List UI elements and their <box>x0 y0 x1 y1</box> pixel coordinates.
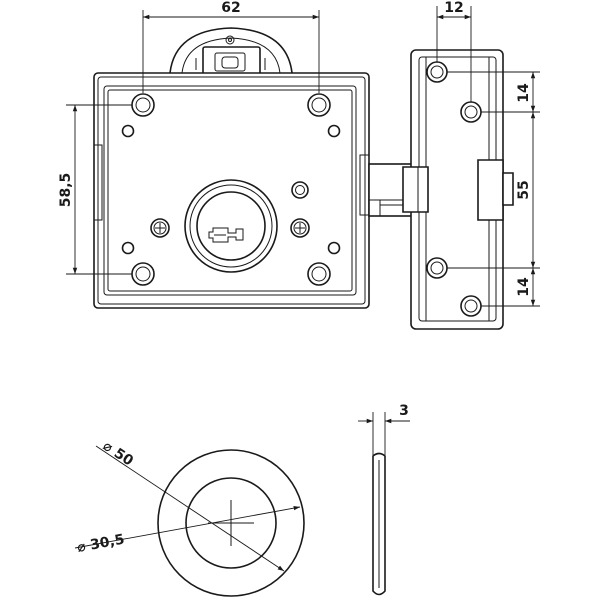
screw-icon <box>290 218 310 238</box>
screw-icon <box>150 218 170 238</box>
strike-plate <box>402 49 514 330</box>
dimension-strike-bottom: 14 <box>447 267 540 307</box>
dimension-label: 14 <box>516 83 532 103</box>
rosette-front <box>157 449 305 597</box>
dimension-label: 55 <box>516 180 532 199</box>
dimension-rosette-thickness: 3 <box>358 403 410 455</box>
lock-body <box>93 27 415 309</box>
strike-hole <box>426 61 448 83</box>
dimension-strike-width: 12 <box>436 0 472 102</box>
mounting-hole <box>131 93 155 117</box>
dimension-strike-height: 55 <box>516 112 536 268</box>
dimension-strike-top: 14 <box>447 71 540 113</box>
strike-hole <box>460 101 482 123</box>
pin-hole <box>291 181 309 199</box>
mounting-hole <box>131 262 155 286</box>
lock-top-plate <box>202 46 261 75</box>
lock-plate <box>103 85 357 296</box>
small-hole <box>121 124 135 138</box>
lock-cylinder <box>184 179 278 273</box>
small-hole <box>327 124 341 138</box>
keyhole-icon <box>208 227 244 243</box>
rosette-side <box>372 452 386 596</box>
dimension-lock-height: 58,5 <box>58 104 132 275</box>
dimension-label: 3 <box>399 403 409 419</box>
strike-hole <box>460 295 482 317</box>
mounting-hole <box>307 262 331 286</box>
dimension-label: ⌀ 50 <box>100 438 136 470</box>
dimension-lock-width: 62 <box>142 0 320 93</box>
top-screw-icon <box>225 35 235 45</box>
dimension-rosette-inner: ⌀ 30,5 <box>74 505 301 556</box>
dimension-label: 58,5 <box>58 173 74 208</box>
dimension-label: 14 <box>516 277 532 297</box>
strike-hole <box>426 257 448 279</box>
dimension-label: 62 <box>221 0 240 16</box>
dimension-label: 12 <box>444 0 463 16</box>
small-hole <box>121 241 135 255</box>
dimension-label: ⌀ 30,5 <box>76 532 126 556</box>
small-hole <box>327 241 341 255</box>
mounting-hole <box>307 93 331 117</box>
